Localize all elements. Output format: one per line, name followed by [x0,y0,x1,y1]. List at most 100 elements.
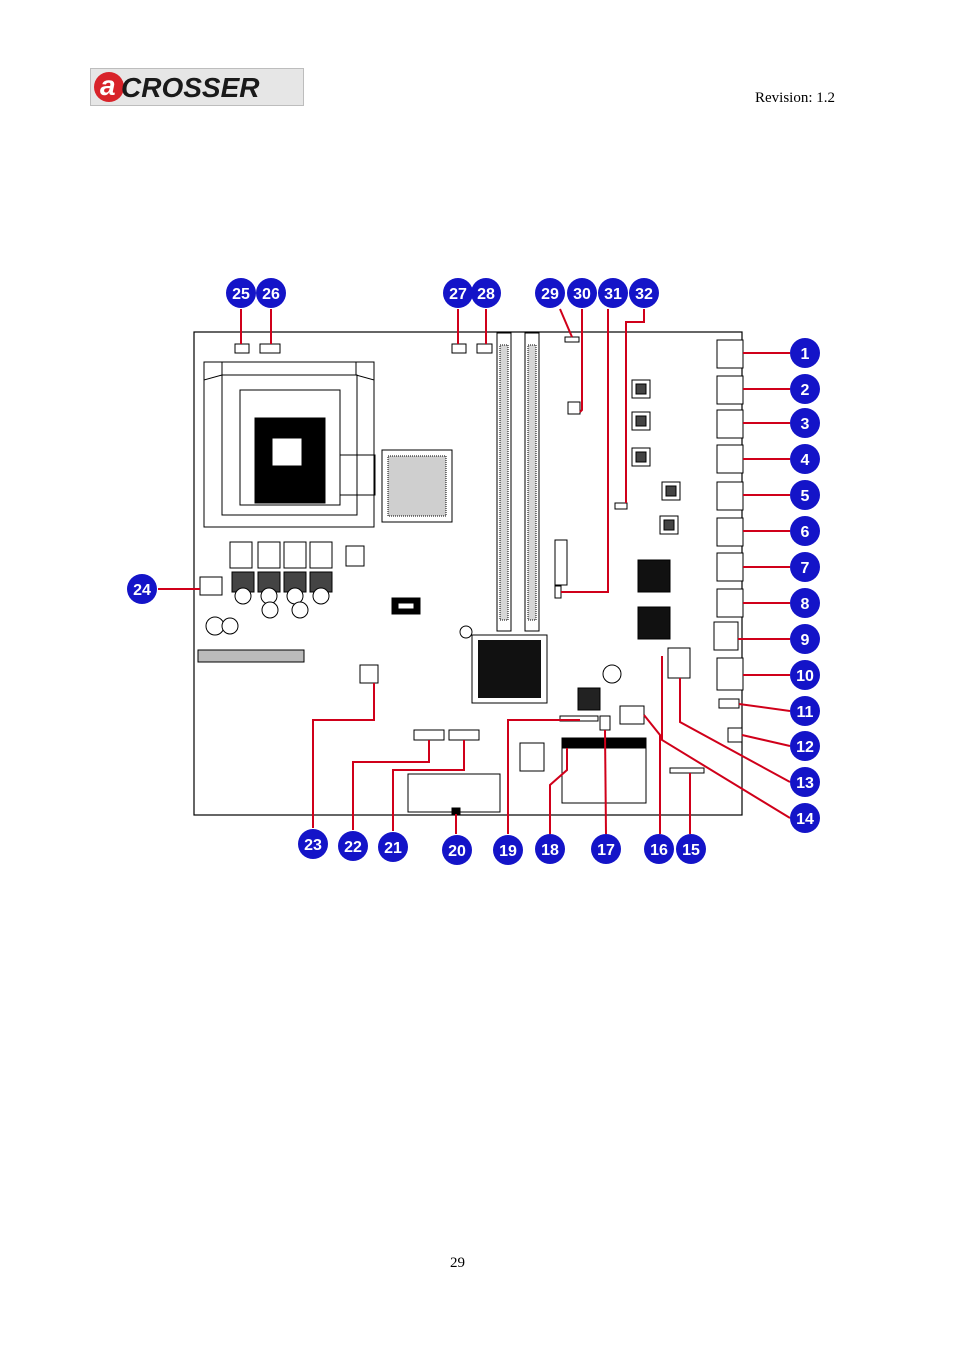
callout-label: 6 [801,524,810,541]
callout-label: 7 [801,560,810,577]
callout-badge [790,480,820,510]
callout-18: 18 [535,834,565,864]
callout-28: 28 [471,278,501,308]
callout-4: 4 [790,444,820,474]
page-number: 29 [450,1255,465,1271]
callout-label: 32 [635,286,653,303]
callout-30: 30 [567,278,597,308]
callout-label: 17 [597,842,615,859]
callout-label: 3 [801,416,810,433]
callout-badge [790,803,820,833]
callout-badge [790,516,820,546]
callout-1: 1 [790,338,820,368]
callout-label: 27 [449,286,467,303]
leader-line-21 [392,740,465,831]
callout-label: 26 [262,286,280,303]
callout-label: 5 [801,488,810,505]
callout-13: 13 [790,767,820,797]
callout-label: 14 [796,811,814,828]
chipset-bga [381,449,453,523]
callout-badge [591,834,621,864]
callout-badge [535,834,565,864]
callout-3: 3 [790,408,820,438]
acrosser-logo: a CROSSER [90,68,304,106]
callout-badge [471,278,501,308]
callout-31: 31 [598,278,628,308]
callout-badge [790,624,820,654]
revision-label: Revision: 1.2 [755,90,836,106]
leader-line-13 [679,678,791,783]
callout-badge [443,278,473,308]
southbridge-chip [471,634,548,704]
callout-label: 29 [541,286,559,303]
callout-group: 1234567891011121314151617181920212223242… [127,278,820,865]
callout-15: 15 [676,834,706,864]
callout-badge [567,278,597,308]
callout-badge [338,831,368,861]
callout-10: 10 [790,660,820,690]
callout-badge [790,408,820,438]
callout-label: 28 [477,286,495,303]
callout-24: 24 [127,574,157,604]
callout-label: 18 [541,842,559,859]
callout-label: 2 [801,382,810,399]
leader-line-31 [561,309,609,593]
mounting-hole [459,625,473,639]
callout-badge [790,374,820,404]
callout-badge [493,835,523,865]
callout-badge [629,278,659,308]
callout-label: 31 [604,286,622,303]
callout-label: 19 [499,843,517,860]
headers [197,336,705,815]
callout-label: 12 [796,739,814,756]
callout-8: 8 [790,588,820,618]
leader-line-18 [549,748,568,834]
callout-25: 25 [226,278,256,308]
callout-badge [378,832,408,862]
callout-label: 8 [801,596,810,613]
callout-badge [790,660,820,690]
callout-label: 13 [796,775,814,792]
callout-26: 26 [256,278,286,308]
callout-badge [790,767,820,797]
dimm-slots [496,332,540,632]
callout-5: 5 [790,480,820,510]
leader-line-32 [625,309,645,503]
io-chips [391,379,681,711]
leader-line-12 [741,734,791,747]
callout-label: 24 [133,582,151,599]
cpu-socket [203,361,376,528]
callout-label: 11 [797,704,814,721]
callout-23: 23 [298,829,328,859]
callout-label: 15 [682,842,700,859]
callout-badge [127,574,157,604]
callout-27: 27 [443,278,473,308]
callout-17: 17 [591,834,621,864]
callout-label: 22 [344,839,362,856]
callout-label: 4 [801,452,810,469]
callout-label: 21 [384,840,402,857]
callout-32: 32 [629,278,659,308]
rear-io-ports [713,339,744,743]
callout-label: 9 [801,632,810,649]
callout-badge [790,552,820,582]
callout-badge [790,696,820,726]
vrm-components [205,541,622,684]
callout-badge [790,444,820,474]
callout-badge [226,278,256,308]
callout-20: 20 [442,835,472,865]
callout-badge [644,834,674,864]
callout-label: 30 [573,286,591,303]
callout-11: 11 [790,696,820,726]
leader-line-30 [579,309,583,413]
logo-text: CROSSER [121,72,260,103]
callout-29: 29 [535,278,565,308]
callout-label: 16 [650,842,668,859]
leader-line-29 [559,308,573,338]
callout-label: 1 [801,346,810,363]
callout-label: 20 [448,843,466,860]
callout-badge [790,731,820,761]
leader-line-16 [643,714,661,834]
callout-16: 16 [644,834,674,864]
